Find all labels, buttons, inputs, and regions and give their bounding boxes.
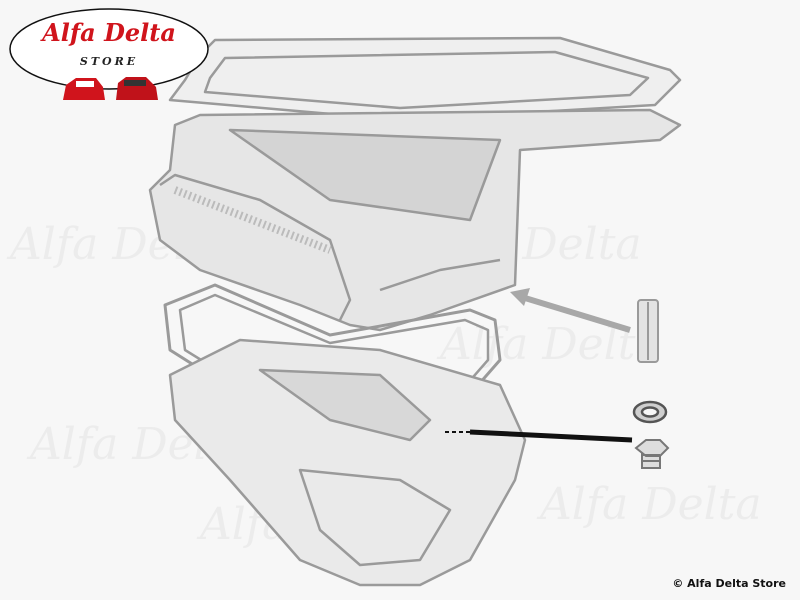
top-gasket	[168, 36, 682, 122]
logo-subtitle: STORE	[79, 55, 139, 68]
drain-plug	[634, 439, 670, 469]
copyright-text: © Alfa Delta Store	[672, 577, 786, 590]
upper-oil-sump	[148, 108, 682, 332]
arrow-drain-plug	[445, 429, 633, 443]
logo-title: Alfa Delta	[42, 18, 176, 47]
lower-oil-pan	[168, 338, 527, 587]
arrow-dowel	[510, 288, 631, 333]
drain-plug-washer	[632, 400, 668, 424]
red-cars-icon	[63, 77, 158, 100]
logo-ellipse	[9, 8, 209, 100]
alfa-delta-store-logo[interactable]: Alfa Delta STORE	[8, 5, 210, 100]
dowel-pin	[637, 299, 659, 363]
